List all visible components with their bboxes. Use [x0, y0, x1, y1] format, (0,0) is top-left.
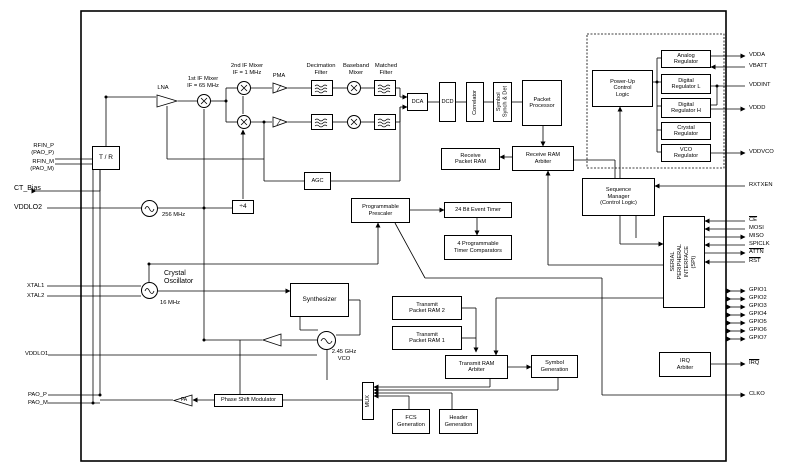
pin-gpio2: GPIO2	[749, 295, 767, 301]
pin-mosi: MOSI	[749, 225, 764, 231]
pin-ce: CE	[749, 217, 758, 223]
mixer2-i-icon	[237, 81, 251, 95]
dca-block: DCA	[407, 93, 428, 111]
pin-irq: IRQ	[749, 360, 760, 366]
divide-by-4-block: ÷4	[232, 200, 254, 214]
tr-switch: T / R	[92, 146, 120, 170]
transmit-packet-ram-1-block: Transmit Packet RAM 1	[392, 326, 462, 350]
pin-gpio3: GPIO3	[749, 303, 767, 309]
pin-ct-bias: CT_Bias	[14, 185, 41, 192]
mixer2-q-icon	[237, 115, 251, 129]
chip-outline	[80, 10, 727, 462]
pin-vbatt: VBATT	[749, 63, 768, 69]
lo-frequency-256: 256 MHz	[162, 212, 186, 218]
receive-packet-ram-block: Receive Packet RAM	[441, 148, 500, 170]
header-generation-block: Header Generation	[439, 409, 478, 434]
mixer1-label: 1st IF Mixer IF = 65 MHz	[187, 76, 219, 89]
fcs-generation-block: FCS Generation	[392, 409, 430, 434]
pin-rfin-m: RFIN_M (PAO_M)	[30, 159, 54, 172]
baseband-mixer-i-icon	[347, 81, 361, 95]
pin-clko: CLKO	[749, 391, 765, 397]
pin-vddd: VDDD	[749, 105, 766, 111]
mixer1-icon	[197, 94, 211, 108]
lna-amplifier-icon	[156, 94, 178, 108]
baseband-mixer-label: Baseband Mixer	[342, 63, 370, 76]
programmable-prescaler-block: Programmable Prescaler	[351, 198, 410, 223]
crystal-regulator-block: Crystal Regulator	[661, 122, 711, 140]
mux-block: MUX	[362, 382, 374, 420]
pin-gpio1: GPIO1	[749, 287, 767, 293]
pa-amplifier-icon	[173, 394, 193, 407]
packet-processor-block: Packet Processor	[522, 80, 562, 126]
lna-label: LNA	[157, 85, 169, 91]
symbol-generation-block: Symbol Generation	[531, 355, 578, 378]
vco-regulator-block: VCO Regulator	[661, 144, 711, 162]
pin-gpio6: GPIO6	[749, 327, 767, 333]
transmit-packet-ram-2-block: Transmit Packet RAM 2	[392, 296, 462, 320]
irq-arbiter-block: IRQ Arbiter	[659, 352, 711, 377]
receive-ram-arbiter-block: Receive RAM Arbiter	[512, 146, 574, 171]
mixer2-label: 2nd IF Mixer IF = 1 MHz	[230, 63, 264, 76]
correlator-block: Correlator	[466, 82, 484, 122]
transmit-ram-arbiter-block: Transmit RAM Arbiter	[445, 355, 508, 379]
digital-regulator-h-block: Digital Regulator H	[661, 98, 711, 118]
pin-vdda: VDDA	[749, 52, 766, 58]
pin-attn: ATTN	[749, 249, 764, 255]
phase-shift-modulator-block: Phase Shift Modulator	[214, 394, 283, 407]
pin-miso: MISO	[749, 233, 764, 239]
vco-label: 2.45 GHz VCO	[331, 349, 357, 362]
event-timer-block: 24 Bit Event Timer	[444, 202, 512, 218]
symbol-synch-block: Symbol Synch & Det	[493, 82, 512, 122]
synthesizer-block: Synthesizer	[290, 283, 349, 317]
pin-vddint: VDDINT	[749, 82, 771, 88]
baseband-mixer-q-icon	[347, 115, 361, 129]
crystal-oscillator-icon	[141, 282, 158, 299]
vco-buffer-amplifier-icon	[262, 333, 282, 347]
pma-label: PMA	[272, 73, 286, 79]
pin-pao-p: PAO_P	[28, 392, 47, 398]
crystal-frequency-16: 16 MHz	[160, 300, 180, 306]
pin-gpio5: GPIO5	[749, 319, 767, 325]
pin-gpio4: GPIO4	[749, 311, 767, 317]
spi-label: SERIAL PERIPHERAL INTERFACE (SPI)	[670, 244, 697, 280]
pin-spiclk: SPICLK	[749, 241, 770, 247]
digital-regulator-l-block: Digital Regulator L	[661, 74, 711, 94]
pin-pao-m: PAO_M	[28, 400, 48, 406]
correlator-label: Correlator	[471, 89, 478, 115]
pin-vddvco: VDDVCO	[749, 149, 774, 155]
lo2-source-icon	[141, 200, 158, 217]
spi-block: SERIAL PERIPHERAL INTERFACE (SPI)	[663, 216, 705, 308]
decimation-filter-q-icon	[311, 114, 333, 130]
pin-xtal2: XTAL2	[27, 293, 45, 299]
pma-q-amplifier-icon	[272, 116, 288, 128]
timer-comparators-block: 4 Programmable Timer Comparators	[444, 235, 512, 260]
vco-icon	[317, 331, 336, 350]
pma-i-amplifier-icon	[272, 82, 288, 94]
sequence-manager-block: Sequence Manager (Control Logic)	[582, 178, 655, 216]
pa-label: PA	[180, 397, 188, 403]
matched-filter-label: Matched Filter	[374, 63, 398, 76]
pin-vddlo2: VDDLO2	[14, 204, 43, 211]
decimation-filter-i-icon	[311, 80, 333, 96]
pin-rfin-p: RFIN_P (PAO_P)	[31, 143, 54, 156]
crystal-oscillator-label: Crystal Oscillator	[164, 270, 194, 285]
agc-block: AGC	[304, 172, 331, 190]
matched-filter-i-icon	[374, 80, 396, 96]
pin-vddlo1: VDDLO1	[25, 351, 49, 357]
symbol-synch-label: Symbol Synch & Det	[496, 86, 509, 118]
pin-gpio7: GPIO7	[749, 335, 767, 341]
pin-rst: RST	[749, 258, 761, 264]
decimation-label: Decimation Filter	[306, 63, 336, 76]
matched-filter-q-icon	[374, 114, 396, 130]
mux-label: MUX	[364, 394, 371, 408]
pin-rxtxen: RXTXEN	[749, 182, 773, 188]
power-up-control-block: Power-Up Control Logic	[592, 70, 653, 107]
pin-xtal1: XTAL1	[27, 283, 45, 289]
analog-regulator-block: Analog Regulator	[661, 50, 711, 68]
dcd-block: DCD	[439, 82, 456, 122]
